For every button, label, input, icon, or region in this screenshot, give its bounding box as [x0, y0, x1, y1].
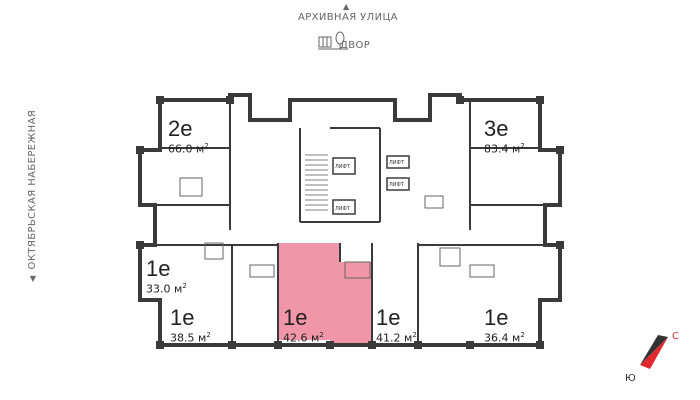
- apartment-area: 42.6 м2: [283, 331, 324, 345]
- apartment-type: 1е: [376, 305, 401, 330]
- apartment-area: 66.0 м2: [168, 142, 209, 156]
- lifts: [332, 155, 410, 215]
- apartment-1e-38[interactable]: 1е 38.5 м2: [170, 307, 211, 345]
- apartment-area: 38.5 м2: [170, 331, 211, 345]
- apartment-type: 1е: [484, 305, 509, 330]
- staircase: [305, 154, 328, 211]
- compass-icon: С Ю: [625, 331, 679, 384]
- compass-south-arrow: [640, 335, 668, 365]
- pillars: [136, 96, 564, 349]
- compass-north-label: С: [672, 331, 679, 342]
- yard-icon: [318, 31, 348, 50]
- apartment-1e-36[interactable]: 1е 36.4 м2: [484, 307, 525, 345]
- apartment-3e-83[interactable]: 3е 83.4 м2: [484, 118, 525, 156]
- apartment-type: 1е: [283, 305, 308, 330]
- apartment-area: 41.2 м2: [376, 331, 417, 345]
- apartment-1e-33[interactable]: 1е 33.0 м2: [146, 258, 187, 296]
- apartment-1e-42[interactable]: 1е 42.6 м2: [283, 307, 324, 345]
- inner-walls: [140, 100, 560, 345]
- apartment-type: 1е: [170, 305, 195, 330]
- lift-label-3: ЛИФТ: [389, 160, 405, 166]
- apartment-2e-66[interactable]: 2е 66.0 м2: [168, 118, 209, 156]
- apartment-area: 36.4 м2: [484, 331, 525, 345]
- compass-south-label: Ю: [625, 373, 636, 384]
- street-top-arrow: ▲: [343, 2, 350, 11]
- apartment-area: 83.4 м2: [484, 142, 525, 156]
- street-top-text: АРХИВНАЯ УЛИЦА: [298, 12, 398, 23]
- apartment-type: 3е: [484, 116, 509, 141]
- compass-north-arrow: [640, 337, 668, 369]
- lift-label-2: ЛИФТ: [335, 206, 351, 212]
- lift-label-1: ЛИФТ: [335, 164, 351, 170]
- yard-label: ДВОР: [340, 40, 371, 51]
- street-label-top: ▲ АРХИВНАЯ УЛИЦА: [298, 2, 398, 23]
- bathroom-fixtures: [179, 177, 495, 279]
- apartment-highlight-1e-42[interactable]: [278, 243, 372, 343]
- apartment-1e-41[interactable]: 1е 41.2 м2: [376, 307, 417, 345]
- apartment-type: 2е: [168, 116, 193, 141]
- apartment-type: 1е: [146, 256, 171, 281]
- lift-label-4: ЛИФТ: [389, 182, 405, 188]
- apartment-area: 33.0 м2: [146, 282, 187, 296]
